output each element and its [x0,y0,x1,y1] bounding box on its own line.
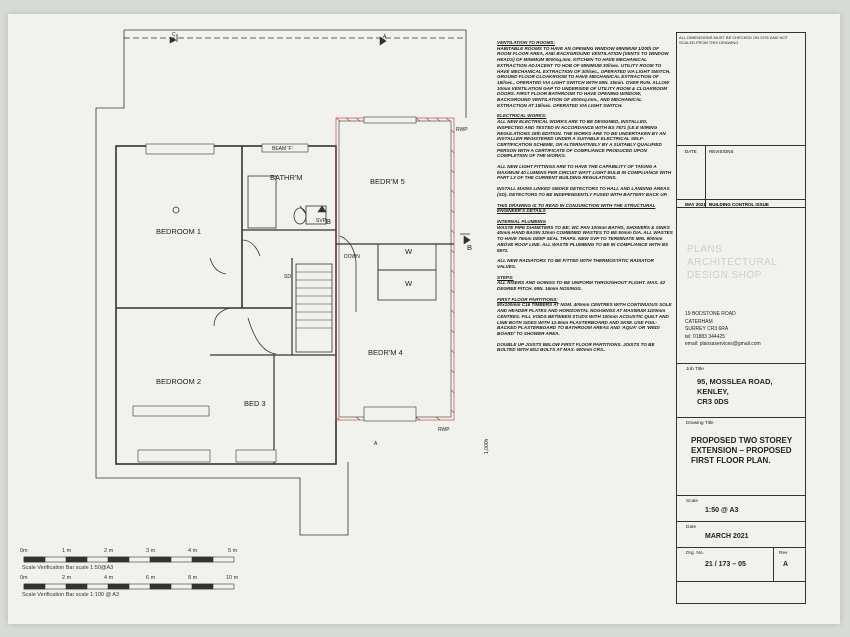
job-line-2: KENLEY, [697,387,729,396]
disclaimer: ALL DIMENSIONS MUST BE CHECKED ON SITE A… [679,35,788,45]
note-heading: ELECTRICAL WORKS: [497,113,547,119]
section-marker-c: C [172,32,176,38]
scale-value: 1:50 @ A3 [705,507,739,514]
room-label-bedroom-5: BEDR'M 5 [370,177,405,186]
drawing-title-label: Drawing Title [686,421,714,426]
scale-caption-2: Scale Verification Bar scale 1:100 @ A3 [22,592,119,598]
room-label-bedroom-1: BEDROOM 1 [156,227,201,236]
room-label-bedroom-4: BEDR'M 4 [368,348,403,357]
address-line-3: SURREY CR3 6RA [685,326,729,332]
scale2-tick-5: 10 m [226,575,239,581]
note-heading: FIRST FLOOR PARTITIONS: [497,296,558,302]
revision-value: A [783,561,789,568]
scale-caption-1: Scale Verification Bar scale 1:50@A3 [22,565,114,571]
smoke-detector-label: SD [284,274,291,280]
drawing-sheet [8,14,840,624]
section-marker-b-left: B [326,217,331,226]
note-text: ALL NEW RADIATORS TO BE FITTED WITH THER… [497,258,654,269]
section-marker-a-bottom: A [374,441,378,447]
note-heading: INTERNAL PLUMBING [497,218,546,224]
room-label-bed-3: BED 3 [244,399,266,408]
title-block: ALL DIMENSIONS MUST BE CHECKED ON SITE A… [676,32,806,604]
scale-tick-1: 1 m [62,548,72,554]
date-value: MARCH 2021 [705,533,749,540]
dimension-label: 1,000h [484,438,490,454]
drawing-number-label: Drg. No. [686,551,704,556]
brand-line-2: ARCHITECTURAL [687,257,778,268]
svp-label: SVP [316,218,327,224]
drawing-title: PROPOSED TWO STOREY EXTENSION – PROPOSED… [691,436,793,465]
wardrobe-label-1: W [405,247,413,256]
telephone: tel: 01883 344425 [685,333,726,340]
job-address: 95, MOSSLEA ROAD, KENLEY, CR3 0DS [697,377,773,407]
revision-label: Rev [779,551,788,556]
drawing-number: 21 / 173 – 05 [705,561,746,568]
scale-tick-4: 4 m [188,548,198,554]
scale-tick-2: 2 m [104,548,114,554]
scale2-tick-0: 0m [20,575,28,581]
note-text: 50x100mm C16 TIMBERS AT NOM. 400mm CENTR… [497,302,672,336]
scale-tick-5: 5 m [228,548,238,554]
stair-down-label: DOWN [344,254,360,260]
wardrobe-label-2: W [405,279,413,288]
room-label-bathroom: BATHR'M [270,173,303,182]
note-text: WASTE PIPE DIAMETERS TO BE; WC PAN 100mm… [497,224,673,253]
rev-text: BUILDING CONTROL ISSUE [709,202,769,207]
job-line-1: 95, MOSSLEA ROAD, [697,377,773,386]
note-heading: VENTILATION TO ROOMS: [497,40,556,45]
scale2-tick-4: 8 m [188,575,198,581]
practice-address: 19 BODSTONE ROAD CATERHAM SURREY CR3 6RA… [685,311,761,349]
scale2-tick-2: 4 m [104,575,114,581]
note-heading: STEPS: [497,274,514,280]
rwp-label-top: RWP [456,127,468,133]
brand-line-3: DESIGN SHOP [687,270,762,281]
job-line-3: CR3 0DS [697,397,729,406]
specification-notes: VENTILATION TO ROOMS:HABITABLE ROOMS TO … [497,40,673,358]
brand-line-1: PLANS [687,244,723,255]
scale-tick-0: 0m [20,548,28,554]
practice-logo-text: PLANS ARCHITECTURAL DESIGN SHOP [687,243,777,282]
address-line-1: 19 BODSTONE ROAD [685,311,736,317]
rev-header-revisions: REVISIONS [709,149,734,154]
email: email: plansaservices@gmail.com [685,341,761,347]
room-label-bedroom-2: BEDROOM 2 [156,377,201,386]
rwp-label-bottom: RWP [438,427,450,433]
date-label: Date [686,525,697,530]
scale-label: Scale [686,499,698,504]
note-text: ALL NEW ELECTRICAL WORKS ARE TO BE DESIG… [497,119,666,159]
note-text: ALL NEW LIGHT FITTINGS ARE TO HAVE THE C… [497,164,672,181]
note-heading: THIS DRAWING IS TO READ IN CONJUNCTION W… [497,202,656,214]
section-marker-b-right: B [467,243,472,252]
note-text: ALL RISERS AND GOINGS TO BE UNIFORM THRO… [497,280,666,292]
beam-label: BEAM 'F' [272,146,293,152]
rev-header-date: DATE [685,149,697,154]
section-marker-a-top: A [383,34,387,40]
note-text: HABITABLE ROOMS TO HAVE AN OPENING WINDO… [497,45,671,108]
scale2-tick-3: 6 m [146,575,156,581]
job-title-label: Job Title [686,367,704,372]
note-text: DOUBLE UP JOISTS BELOW FIRST FLOOR PARTI… [497,341,655,353]
note-text: INSTALL MAINS LINKED SMOKE DETECTORS TO … [497,186,670,197]
scale2-tick-1: 2 m [62,575,72,581]
rev-date: MAY 2021 [685,202,706,207]
scale-tick-3: 3 m [146,548,156,554]
address-line-2: CATERHAM [685,318,713,325]
